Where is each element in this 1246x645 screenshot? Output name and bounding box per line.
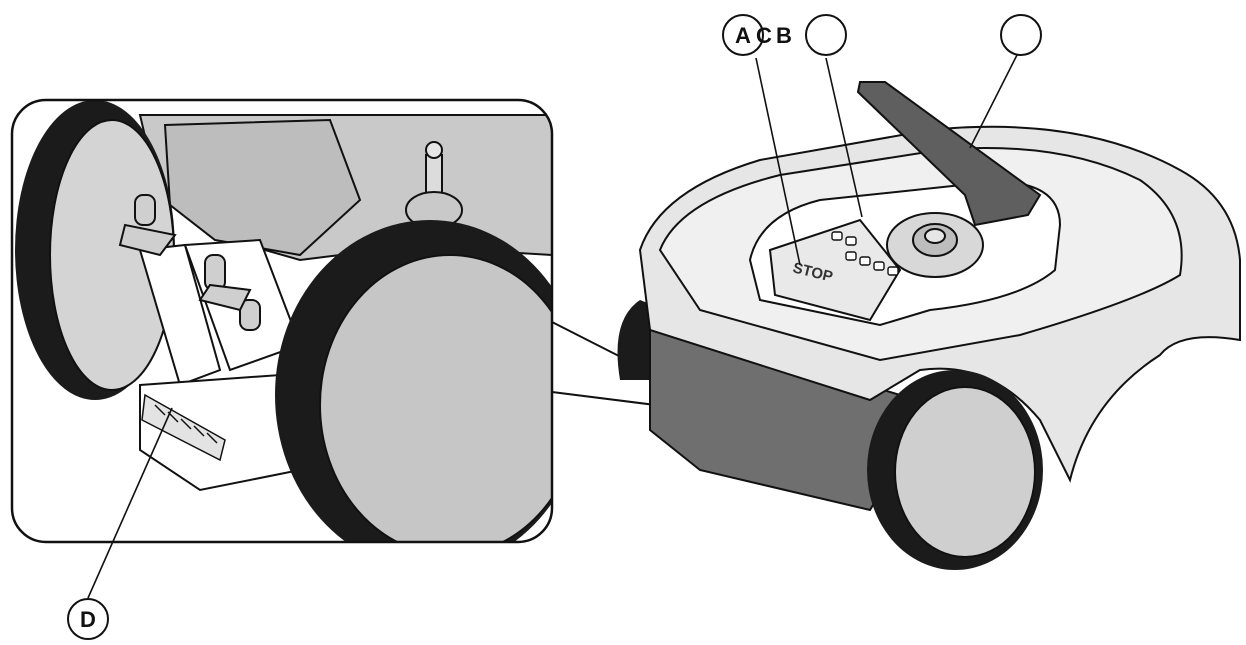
detail-inset xyxy=(10,98,736,544)
callout-a: A xyxy=(722,14,764,56)
robotic-mower: STOP xyxy=(617,81,1241,570)
open-hatch-lid xyxy=(856,81,1042,227)
charging-contact-slots xyxy=(154,404,218,444)
callout-leader-lines xyxy=(87,54,1018,599)
svg-text:D: D xyxy=(80,607,96,632)
callout-d: D xyxy=(67,598,109,640)
svg-text:C: C xyxy=(756,23,772,48)
inset-right-wheel xyxy=(275,220,552,542)
mower-front-right-wheel xyxy=(867,370,1043,570)
svg-text:A: A xyxy=(735,23,751,48)
height-adjust-dial xyxy=(886,212,984,278)
inset-post xyxy=(405,141,463,229)
control-panel: STOP xyxy=(768,218,902,322)
callout-c: C xyxy=(756,14,847,56)
inset-frame xyxy=(10,98,554,544)
inset-left-wheel xyxy=(15,100,175,400)
keypad-buttons xyxy=(831,231,899,276)
callout-b: B xyxy=(776,14,1042,56)
svg-text:B: B xyxy=(776,23,792,48)
